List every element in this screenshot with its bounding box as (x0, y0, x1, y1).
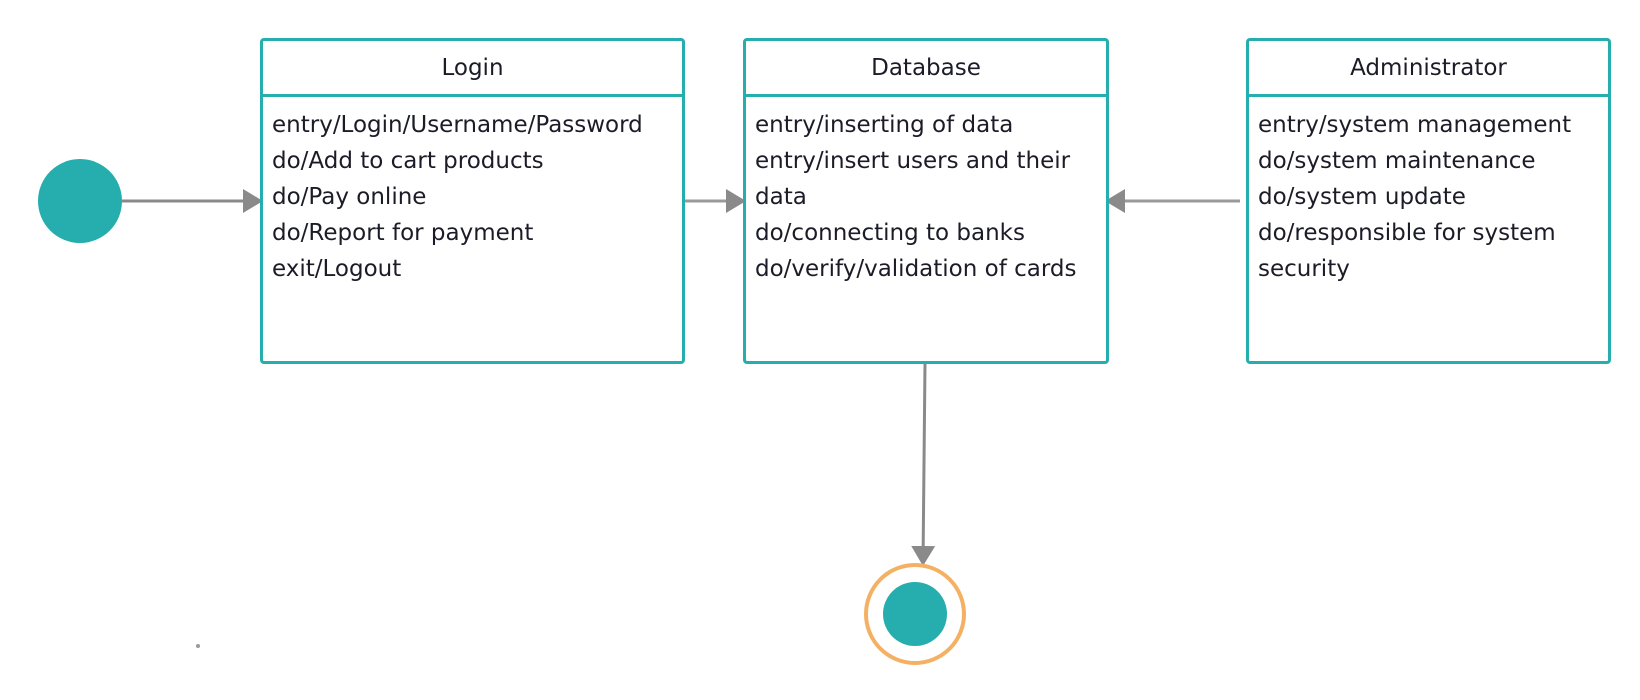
activity-item: do/Add to cart products (272, 148, 544, 174)
activity-item: entry/system management (1258, 112, 1572, 138)
state-database-title: Database (746, 41, 1106, 97)
activity-item: exit/Logout (272, 256, 402, 282)
activity-item: do/connecting to banks (755, 220, 1025, 246)
stray-dot (196, 644, 200, 648)
activity-item: entry/insert users and their data (755, 148, 1071, 210)
activity-item: entry/inserting of data (755, 112, 1014, 138)
activity-item: do/verify/validation of cards (755, 256, 1077, 282)
activity-item: do/system maintenance (1258, 148, 1536, 174)
transition-database-to-final[interactable] (911, 362, 936, 566)
state-administrator[interactable]: Administrator entry/system management do… (1246, 38, 1611, 364)
activity-item: do/responsible for system security (1258, 220, 1556, 282)
activity-item: do/Report for payment (272, 220, 534, 246)
activity-item: entry/Login/Username/Password (272, 112, 643, 138)
state-login[interactable]: Login entry/Login/Username/Password do/A… (260, 38, 685, 364)
state-login-activities: entry/Login/Username/Password do/Add to … (263, 97, 682, 287)
state-login-title: Login (263, 41, 682, 97)
activity-item: do/Pay online (272, 184, 427, 210)
final-state-node[interactable] (883, 582, 947, 646)
state-database-activities: entry/inserting of data entry/insert use… (746, 97, 1106, 287)
state-database[interactable]: Database entry/inserting of data entry/i… (743, 38, 1109, 364)
activity-item: do/system update (1258, 184, 1466, 210)
initial-state-node[interactable] (38, 159, 122, 243)
state-administrator-title: Administrator (1249, 41, 1608, 97)
state-administrator-activities: entry/system management do/system mainte… (1249, 97, 1608, 287)
